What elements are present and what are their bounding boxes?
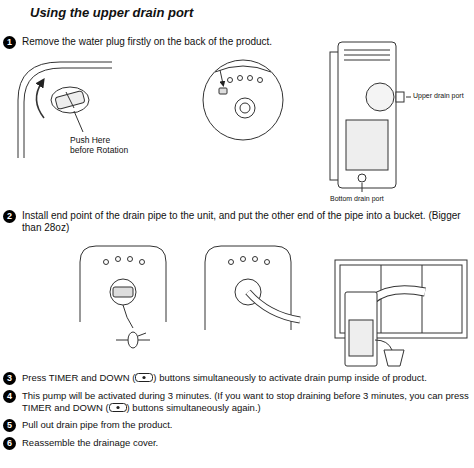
instruction-text: Reassemble the drainage cover. [22,437,158,448]
port-detail [248,76,253,81]
port-panel [116,257,121,262]
installation-scene [335,260,467,366]
installation-scene [372,290,425,300]
pipe-panel [229,260,234,265]
installation-scene [372,290,425,300]
port-panel [80,246,166,348]
step-number: 3 [3,372,16,385]
port-panel [113,287,133,297]
step-circle [3,437,16,450]
plug-detail [36,82,44,118]
port-panel [104,260,109,265]
button-icon [109,404,126,412]
step-number: 6 [3,437,16,450]
step-number-text: 2 [3,210,16,223]
step-number: 4 [3,390,16,403]
page-title: Using the upper drain port [30,5,193,21]
port-detail [240,103,250,113]
instruction-text: Pull out drain pipe from the product. [22,419,173,430]
instruction-row: This pump will be activated during 3 min… [22,390,470,414]
port-panel [110,279,136,305]
port-panel [128,332,138,348]
step-number: 1 [3,36,16,49]
air-conditioner [358,174,366,182]
port-detail [235,98,255,118]
callout-label: Bottom drain port [330,195,402,203]
port-panel [128,257,133,262]
installation-scene [349,320,373,356]
button-icon [109,403,127,412]
button-icon [116,406,119,409]
air-conditioner [396,92,404,102]
button-icon [143,376,146,379]
air-conditioner [344,55,390,56]
step-number-text: 4 [3,390,16,403]
instruction-text: Install end point of the drain pipe to t… [22,210,462,234]
port-detail [215,66,271,72]
button-icon [136,374,153,382]
installation-scene [375,340,392,350]
pipe-panel [241,257,246,262]
installation-scene [384,350,404,366]
plug-detail [55,91,85,110]
callout-label: Upper drain port [413,92,471,100]
installation-scene [422,265,423,333]
port-panel [123,305,133,328]
step-number-text: 3 [3,372,16,385]
plug-detail [51,87,89,113]
step-number-text: 1 [3,36,16,49]
air-conditioner [338,42,396,188]
air-conditioner [406,97,411,98]
air-conditioner [346,120,388,170]
instruction-text: ) buttons simultaneously to activate dra… [153,372,427,383]
instruction-text: Remove the water plug firstly on the bac… [22,36,462,48]
step-circle [3,36,16,49]
step-number: 5 [3,419,16,432]
plug-detail [66,92,74,108]
step-circle [3,390,16,403]
port-detail [258,78,263,83]
port-detail [219,88,227,94]
instruction-row: Press TIMER and DOWN ( ) buttons simultan… [22,372,470,384]
pipe-panel [248,292,300,320]
plug-detail [74,111,83,132]
port-detail [220,70,223,84]
port-detail [238,76,243,81]
pipe-panel [265,260,270,265]
instruction-row: Reassemble the drainage cover. [22,437,470,449]
port-detail [203,60,283,140]
step-number: 2 [3,210,16,223]
port-detail [228,78,233,83]
installation-scene [345,292,377,366]
air-conditioner [362,183,363,192]
button-icon [135,373,153,382]
air-conditioner [344,50,390,51]
instruction-text: Press TIMER and DOWN ( [22,372,135,383]
step-number-text: 6 [3,437,16,450]
pipe-panel [253,257,258,262]
air-conditioner [344,60,390,61]
step-number-text: 5 [3,419,16,432]
pipe-panel [205,246,300,330]
instruction-row: Pull out drain pipe from the product. [22,419,470,431]
step-circle [3,419,16,432]
pipe-panel [248,292,300,320]
port-detail [203,60,283,140]
step-circle [3,372,16,385]
air-conditioner [330,42,411,192]
callout-label: Push Here before Rotation [70,135,136,155]
port-panel [138,333,146,336]
port-panel [80,246,166,322]
instruction-text: ) buttons simultaneously again.) [127,402,261,413]
air-conditioner [366,83,394,111]
step-circle [3,210,16,223]
port-panel [140,260,145,265]
